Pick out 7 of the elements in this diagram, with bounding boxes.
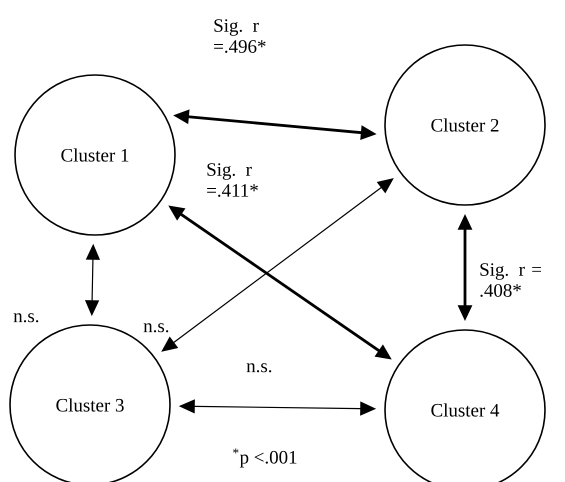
footnote: $^{*}$p <.001 <box>233 448 296 468</box>
edge-label: n.s. <box>144 323 168 332</box>
edge-label: n.s. <box>246 363 272 372</box>
edge-label: Sig. r =.411* <box>207 163 258 197</box>
edge-label: Sig. r =.496* <box>214 19 266 53</box>
edge-label: Sig. r = .408* <box>480 263 541 297</box>
edge-label: n.s. <box>14 313 38 322</box>
